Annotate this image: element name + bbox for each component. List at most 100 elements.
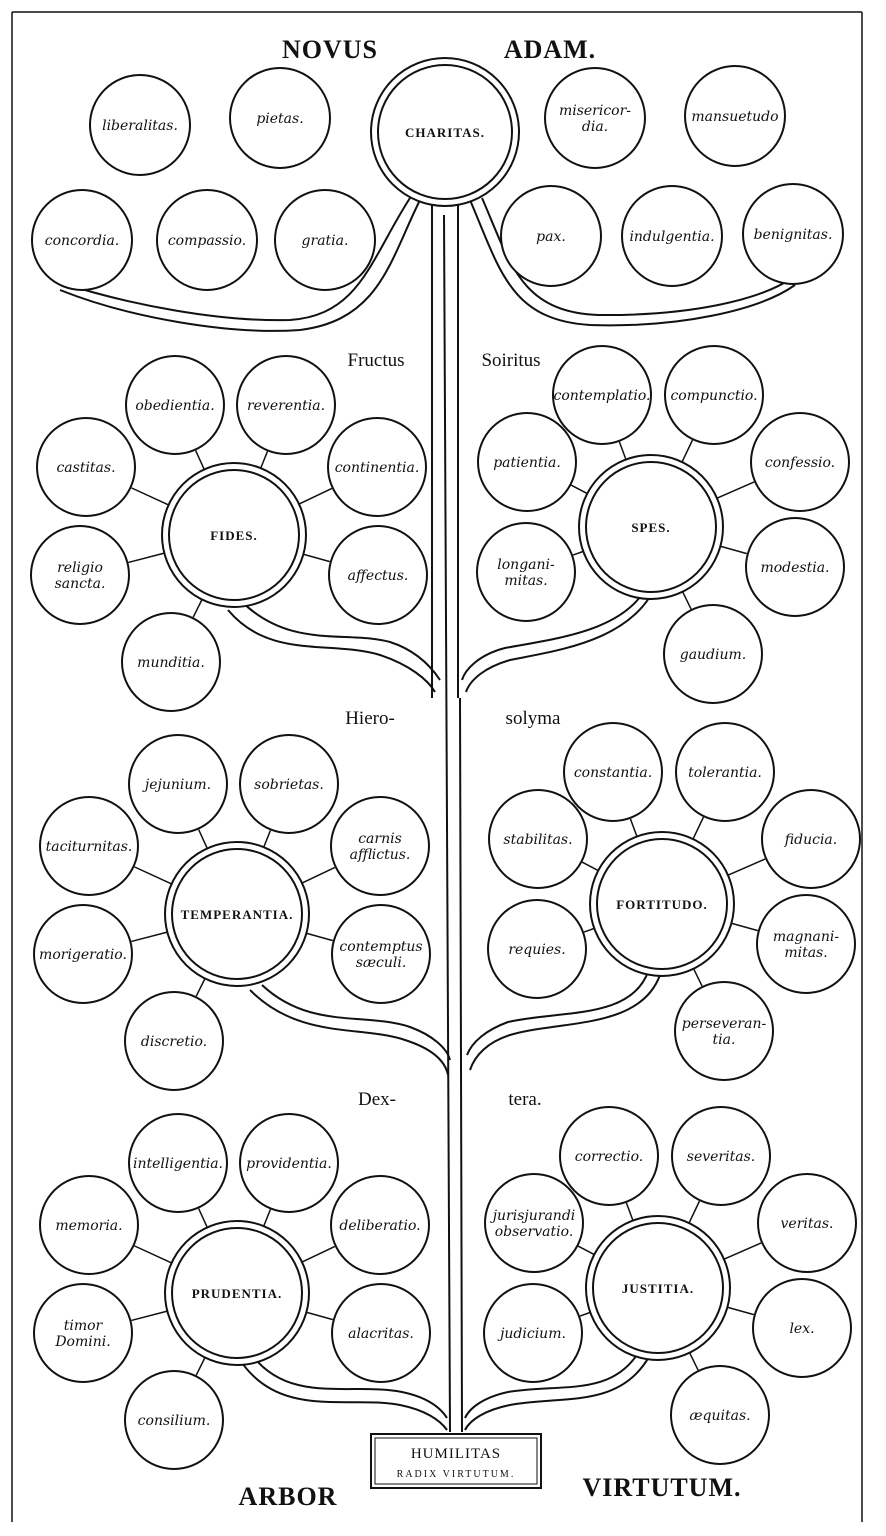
leaf-judicium-label: judicium.	[497, 1326, 566, 1342]
leaf-munditia: munditia.	[121, 612, 221, 712]
connector-deliberatio	[301, 1245, 336, 1263]
connector-veritas	[723, 1242, 762, 1260]
leaf-severitas: severitas.	[671, 1106, 771, 1206]
main-circle-justitia-label: JUSTITIA.	[622, 1281, 694, 1296]
leaf-aequitas-label: æquitas.	[689, 1408, 750, 1424]
connector-continentia	[298, 487, 333, 505]
connector-memoria	[134, 1245, 172, 1264]
leaf-longani-mitas-label: longani-	[497, 557, 555, 573]
main-circle-temperantia: TEMPERANTIA.	[164, 841, 310, 987]
main-circle-fortitudo: FORTITUDO.	[589, 831, 735, 977]
leaf-contemplatio-label: contemplatio.	[554, 388, 651, 404]
connector-magnani-mitas	[731, 922, 759, 932]
leaf-veritas: veritas.	[757, 1173, 857, 1273]
leaf-sobrietas-label: sobrietas.	[254, 777, 324, 793]
leaf-longani-mitas-label: mitas.	[504, 573, 547, 589]
leaf-pietas-label: pietas.	[256, 111, 303, 127]
leaf-memoria: memoria.	[39, 1175, 139, 1275]
leaf-providentia: providentia.	[239, 1113, 339, 1213]
leaf-gratia: gratia.	[274, 189, 376, 291]
leaf-modestia-label: modestia.	[760, 560, 829, 576]
leaf-compassio: compassio.	[156, 189, 258, 291]
leaf-intelligentia: intelligentia.	[128, 1113, 228, 1213]
leaf-misericor-dia-label: dia.	[582, 119, 608, 135]
leaf-sobrietas: sobrietas.	[239, 734, 339, 834]
leaf-tolerantia: tolerantia.	[675, 722, 775, 822]
leaf-patientia-label: patientia.	[493, 455, 561, 471]
leaf-liberalitas: liberalitas.	[89, 74, 191, 176]
connector-affectus	[303, 553, 331, 563]
connector-sobrietas	[263, 830, 272, 848]
connector-discretio	[195, 978, 206, 997]
leaf-severitas-label: severitas.	[687, 1149, 755, 1165]
connector-patientia	[570, 484, 588, 495]
leaf-carnis-afflictus-label: carnis	[358, 831, 402, 847]
connector-carnis-afflictus	[301, 866, 336, 884]
leaf-memoria-label: memoria.	[55, 1218, 122, 1234]
leaf-requies: requies.	[487, 899, 587, 999]
connector-jurisjurandi-observatio	[577, 1245, 595, 1256]
leaf-contemptus-saeculi-label: contemptus	[339, 939, 422, 955]
leaf-patientia: patientia.	[477, 412, 577, 512]
caption-fructus: Fructus	[348, 350, 405, 371]
connector-tolerantia	[692, 816, 705, 840]
nodes-layer: CHARITAS.liberalitas.pietas.concordia.co…	[30, 57, 861, 1470]
connector-gaudium	[681, 591, 692, 610]
leaf-judicium: judicium.	[483, 1283, 583, 1383]
leaf-providentia-label: providentia.	[246, 1156, 332, 1172]
leaf-pax: pax.	[500, 185, 602, 287]
main-circle-prudentia: PRUDENTIA.	[164, 1220, 310, 1366]
connector-modestia	[720, 545, 748, 555]
leaf-munditia-label: munditia.	[137, 655, 205, 671]
connector-judicium	[579, 1311, 591, 1317]
leaf-misericor-dia: misericor-dia.	[544, 67, 646, 169]
connector-aequitas	[688, 1352, 699, 1371]
heading-novus: NOVUS	[282, 35, 378, 64]
connector-timor-domini	[131, 1310, 168, 1322]
heading-adam: ADAM.	[504, 35, 596, 64]
leaf-jurisjurandi-observatio-label: observatio.	[495, 1224, 574, 1240]
leaf-liberalitas-label: liberalitas.	[102, 118, 178, 134]
connector-contemptus-saeculi	[306, 932, 334, 942]
connector-intelligentia	[197, 1208, 208, 1228]
leaf-taciturnitas: taciturnitas.	[39, 796, 139, 896]
leaf-constantia: constantia.	[563, 722, 663, 822]
main-circle-fides: FIDES.	[161, 462, 307, 608]
connector-requies	[583, 927, 595, 933]
leaf-reverentia: reverentia.	[236, 355, 336, 455]
connector-consilium	[195, 1357, 206, 1376]
root-title: HUMILITAS	[411, 1446, 501, 1462]
leaf-perseveran-tia-label: tia.	[713, 1032, 736, 1048]
connector-obedientia	[194, 450, 205, 470]
leaf-benignitas-label: benignitas.	[754, 227, 833, 243]
top-branches	[59, 197, 796, 332]
root-subtitle: RADIX VIRTUTUM.	[397, 1469, 516, 1480]
leaf-gaudium-label: gaudium.	[680, 647, 747, 663]
leaf-concordia: concordia.	[31, 189, 133, 291]
leaf-alacritas: alacritas.	[331, 1283, 431, 1383]
leaf-confessio: confessio.	[750, 412, 850, 512]
main-circle-temperantia-label: TEMPERANTIA.	[181, 907, 294, 922]
leaf-longani-mitas: longani-mitas.	[476, 522, 576, 622]
caption-dex: Dex-	[358, 1089, 396, 1110]
leaf-timor-domini-label: Domini.	[54, 1334, 110, 1350]
leaf-veritas-label: veritas.	[781, 1216, 834, 1232]
leaf-obedientia: obedientia.	[125, 355, 225, 455]
leaf-misericor-dia-label: misericor-	[559, 103, 631, 119]
leaf-compunctio: compunctio.	[664, 345, 764, 445]
leaf-magnani-mitas: magnani-mitas.	[756, 894, 856, 994]
connector-alacritas	[306, 1311, 334, 1321]
leaf-magnani-mitas-label: magnani-	[773, 929, 839, 945]
connector-perseveran-tia	[692, 968, 703, 987]
connector-morigeratio	[131, 931, 168, 943]
leaf-jurisjurandi-observatio-label: jurisjurandi	[490, 1208, 576, 1224]
leaf-intelligentia-label: intelligentia.	[133, 1156, 223, 1172]
leaf-correctio: correctio.	[559, 1106, 659, 1206]
caption-tera: tera.	[508, 1089, 541, 1110]
leaf-continentia-label: continentia.	[335, 460, 420, 476]
leaf-jejunium-label: jejunium.	[142, 777, 211, 793]
leaf-deliberatio-label: deliberatio.	[339, 1218, 420, 1234]
connector-fiducia	[727, 858, 766, 876]
